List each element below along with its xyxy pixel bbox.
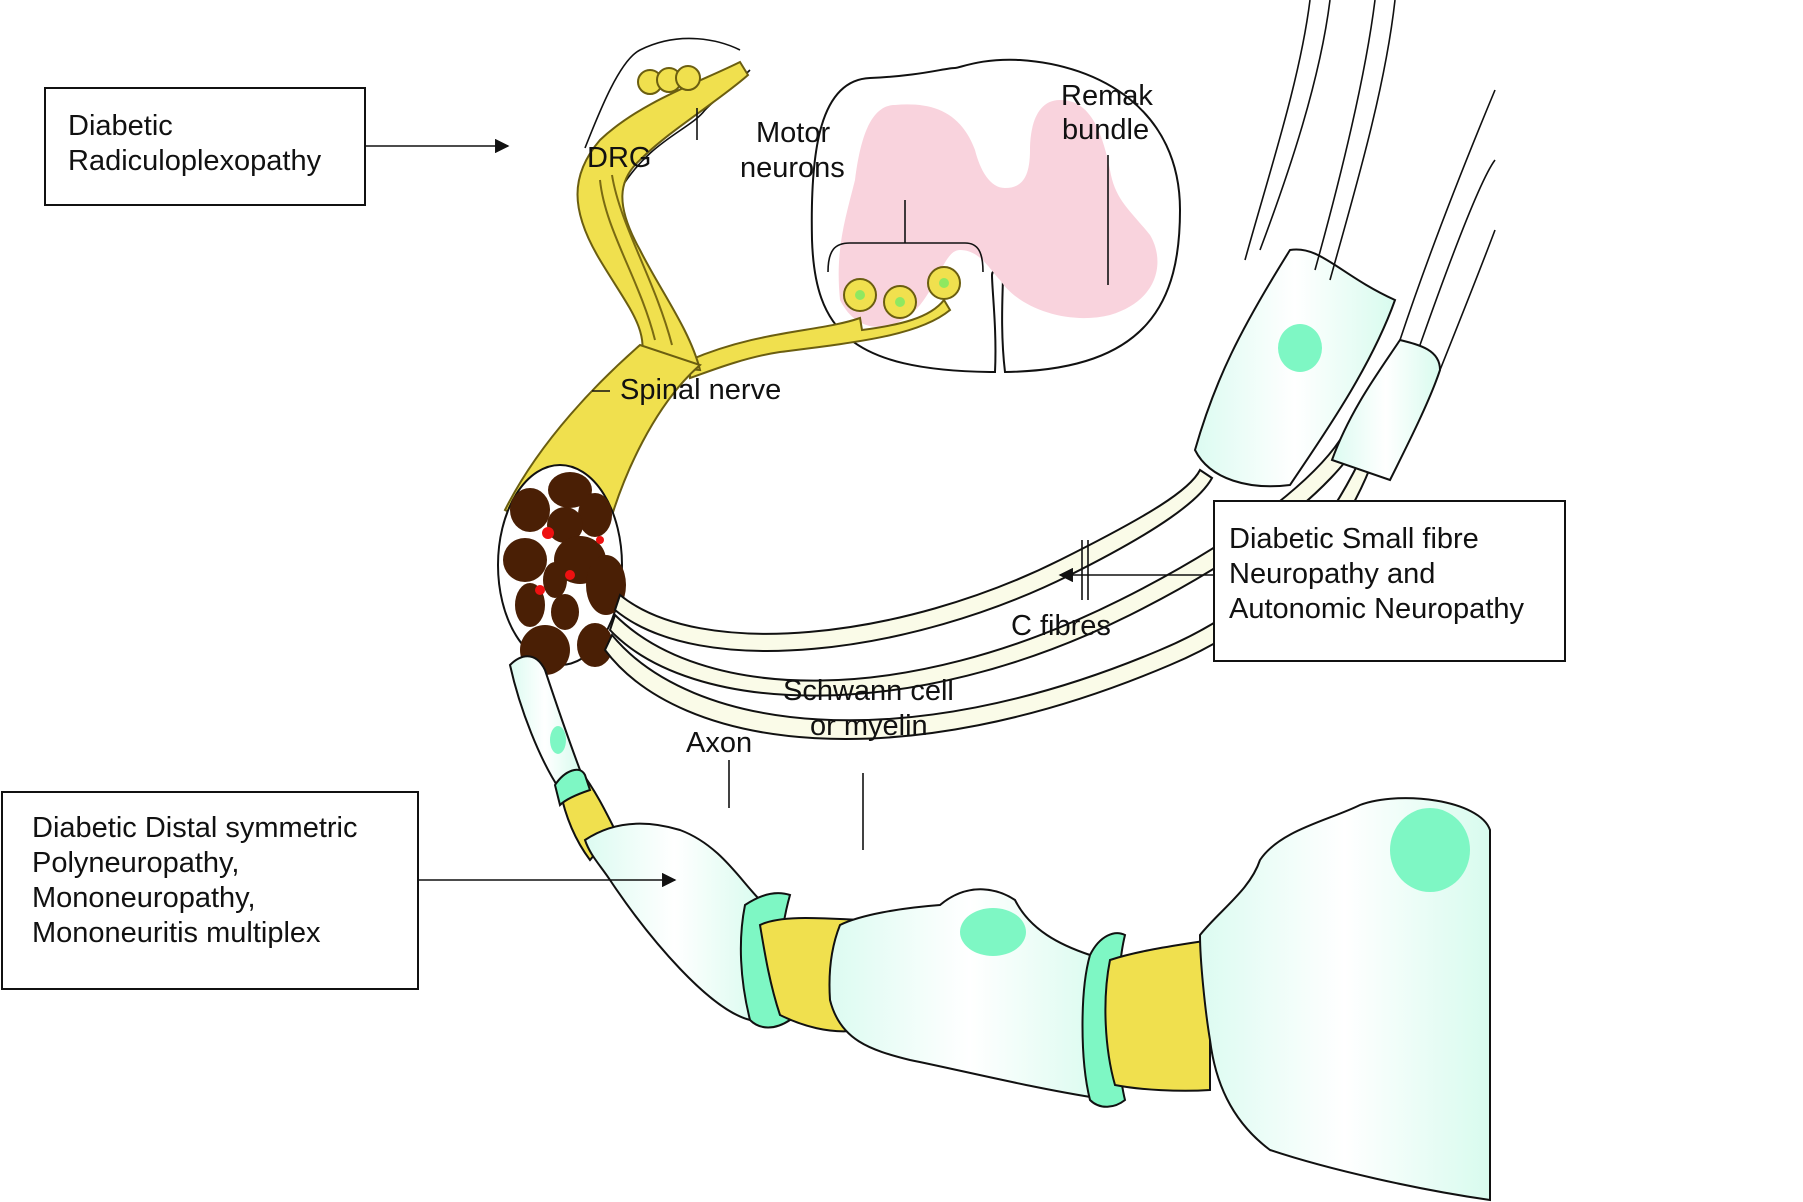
label-schwann-2: or myelin — [810, 710, 928, 742]
node-1 — [553, 768, 592, 807]
schwann-nucleus-3 — [960, 908, 1026, 956]
svg-text:Neuropathy and: Neuropathy and — [1229, 558, 1435, 590]
myelinated-fibre — [508, 655, 1491, 1202]
label-axon: Axon — [686, 727, 752, 759]
remak-nucleus — [1278, 324, 1322, 372]
dorsal-root — [576, 60, 750, 372]
motor-neuron-cells — [843, 266, 961, 319]
nerve-cross-section — [497, 464, 626, 675]
callout-radiculoplexopathy: Diabetic Radiculoplexopathy — [44, 87, 510, 206]
schwann-cell-4 — [1198, 797, 1491, 1202]
svg-text:Diabetic: Diabetic — [68, 110, 173, 142]
svg-text:Polyneuropathy,: Polyneuropathy, — [32, 847, 239, 879]
label-c-fibres: C fibres — [1011, 610, 1111, 642]
svg-text:Diabetic Distal symmetric: Diabetic Distal symmetric — [32, 812, 358, 844]
schwann-cell-2 — [583, 822, 766, 1022]
label-remak-1: Remak — [1061, 80, 1153, 112]
svg-text:Radiculoplexopathy: Radiculoplexopathy — [68, 145, 322, 177]
svg-text:Mononeuritis multiplex: Mononeuritis multiplex — [32, 917, 321, 949]
svg-text:Autonomic Neuropathy: Autonomic Neuropathy — [1229, 593, 1524, 625]
callout-distal: Diabetic Distal symmetric Polyneuropathy… — [1, 791, 677, 990]
c-fibres-pointer — [1081, 540, 1089, 600]
c-fibre-schwann-cell — [1330, 338, 1442, 482]
label-drg: DRG — [587, 142, 651, 174]
c-fibres — [603, 0, 1496, 740]
schwann-cell-1 — [508, 655, 582, 792]
svg-text:Diabetic Small fibre: Diabetic Small fibre — [1229, 523, 1479, 555]
drg-cell-bodies — [637, 65, 701, 95]
svg-text:Mononeuropathy,: Mononeuropathy, — [32, 882, 256, 914]
label-spinal-nerve: Spinal nerve — [620, 374, 781, 406]
grey-matter — [838, 100, 1158, 327]
motor-neurons-bracket — [827, 220, 984, 273]
callout-small-fibre: Diabetic Small fibre Neuropathy and Auto… — [1058, 500, 1566, 662]
spinal-cord — [810, 58, 1182, 374]
label-schwann-1: Schwann cell — [783, 675, 954, 707]
label-motor-neurons-1: Motor — [756, 117, 830, 149]
schwann-nucleus-4 — [1390, 808, 1470, 892]
label-motor-neurons-2: neurons — [740, 152, 845, 184]
ventral-root — [689, 298, 952, 380]
label-remak-2: bundle — [1062, 114, 1149, 146]
axon-seg-3 — [1104, 938, 1211, 1092]
